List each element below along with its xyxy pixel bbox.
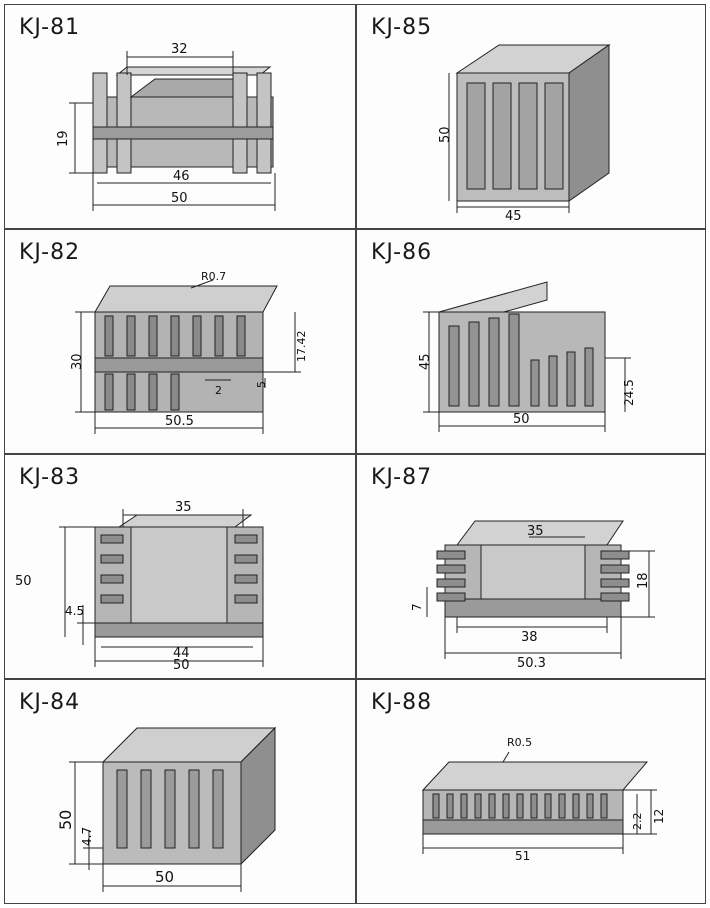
dim-height: 30 [70,353,85,370]
heatsink-profile [94,514,264,638]
dim-fin: 7 [410,603,424,611]
dim-height: 12 [652,809,666,824]
dim-width: 51 [515,849,530,863]
dim-width: 50 [173,658,190,673]
kj-83-drawing: 35 50 4.5 44 50 [15,500,264,673]
dim-side: 18 [636,572,651,589]
heatsink-profile [94,285,278,413]
panel-kj-86: KJ-86 45 24.5 50 [356,229,706,454]
kj-84-drawing: 50 4.7 50 [56,726,277,892]
model-title: KJ-88 [371,690,433,715]
kj-81-drawing: 32 19 46 50 [56,42,276,211]
dimension-lines [426,536,655,659]
dim-width: 50.5 [165,414,194,429]
dim-height: 19 [56,130,71,147]
panel-kj-83: KJ-83 35 50 [4,454,356,679]
model-title: KJ-82 [19,240,81,265]
heatsink-profile [92,66,274,174]
dim-height: 50 [56,810,75,830]
dim-base: 2.2 [631,813,644,831]
dim-low: 24.5 [622,379,636,406]
dimension-lines [448,73,570,213]
heatsink-profile [101,726,277,866]
dim-height: 50 [15,574,32,589]
dimension-lines [59,509,264,667]
dim-top: 32 [171,42,188,57]
kj-87-drawing: 35 18 7 38 50.3 [410,520,655,671]
dim-width: 50.3 [517,656,546,671]
dim-inner: 46 [173,169,190,184]
panel-kj-81: KJ-81 32 19 46 50 [4,4,356,229]
dim-radius: R0.5 [507,736,532,749]
panel-kj-82: KJ-82 [4,229,356,454]
dim-height: 45 [418,353,433,370]
heatsink-profile [436,520,630,618]
model-title: KJ-81 [19,15,81,40]
heatsink-profile [455,44,611,202]
dim-radius: R0.7 [201,270,226,283]
dimension-lines [75,279,301,434]
heatsink-profile [421,761,649,835]
dim-inner: 44 [173,646,190,661]
panel-kj-84: KJ-84 50 4.7 50 [4,679,356,904]
model-title: KJ-87 [371,465,433,490]
dimension-lines [69,761,242,892]
dim-fin: 17.42 [295,331,308,363]
dim-width: 50 [513,412,530,427]
dim-base: 4.7 [80,827,94,846]
dim-width: 50 [155,868,174,886]
dim-base: 5 [255,381,268,388]
dim-gap: 2 [215,384,222,397]
model-title: KJ-86 [371,240,433,265]
dim-inner: 38 [521,630,538,645]
dim-width: 45 [505,209,522,224]
panel-kj-88: KJ-88 [356,679,706,904]
dim-top: 35 [527,524,544,539]
model-title: KJ-84 [19,690,81,715]
kj-88-drawing: R0.5 2.2 12 51 [421,736,666,863]
panel-kj-87: KJ-87 35 18 [356,454,706,679]
dimension-lines [69,51,276,211]
model-title: KJ-83 [19,465,81,490]
kj-85-drawing: 50 45 [438,44,611,224]
dim-base: 4.5 [65,604,84,618]
panel-kj-85: KJ-85 50 45 [356,4,706,229]
heatsink-catalog-grid: KJ-81 32 19 46 50 [4,4,706,904]
model-title: KJ-85 [371,15,433,40]
dimension-lines [422,751,657,854]
kj-82-drawing: R0.7 30 17.42 2 5 50.5 [70,270,308,434]
dim-width: 50 [171,191,188,206]
dim-height: 50 [438,126,453,143]
dim-top: 35 [175,500,192,515]
dimension-lines [423,311,631,432]
heatsink-profile [438,281,606,413]
kj-86-drawing: 45 24.5 50 [418,281,636,432]
